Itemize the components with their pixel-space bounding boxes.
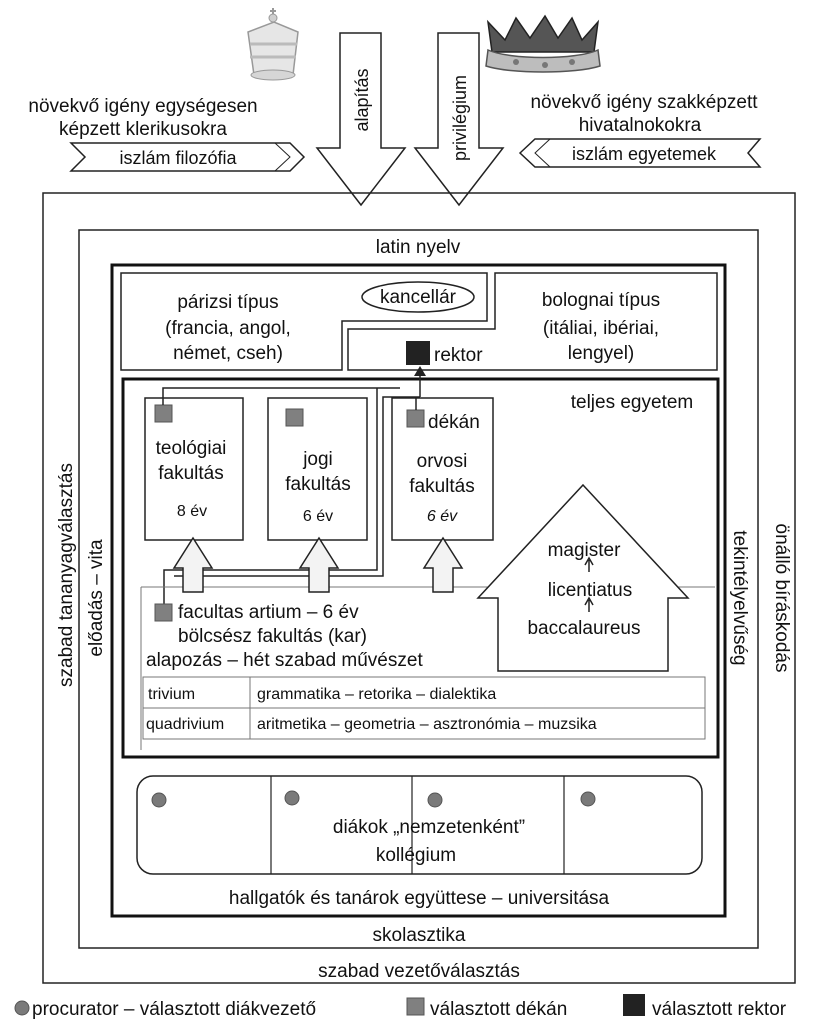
rector-square — [406, 341, 430, 365]
degree-magister: magister — [548, 540, 622, 561]
bologna-line2: (itáliai, ibériai, — [543, 318, 659, 339]
procurator-dot — [580, 791, 596, 807]
arrow-to-rector — [414, 366, 426, 376]
legend-procurator: procurator – választott diákvezető — [32, 999, 316, 1020]
outer-frame — [42, 192, 796, 984]
right-arrow-label: iszlám egyetemek — [572, 144, 717, 164]
legend-rector-square — [623, 994, 645, 1016]
table-row-subjects: aritmetika – geometria – asztronómia – m… — [257, 716, 597, 733]
bologna-line3: lengyel) — [568, 343, 635, 364]
privilege-label: privilégium — [450, 75, 470, 161]
outer-left-label: szabad tananyagválasztás — [56, 463, 77, 687]
left-arrow-label: iszlám filozófia — [119, 148, 237, 168]
bologna-type-box — [347, 272, 718, 371]
dean-square — [406, 409, 425, 428]
law-line1: jogi — [302, 449, 333, 470]
dean-label: dékán — [428, 412, 480, 433]
left-need-line2: képzett klerikusokra — [59, 119, 227, 140]
left-need-line1: növekvő igény egységesen — [28, 96, 257, 117]
dean-square — [285, 408, 304, 427]
procurator-dot — [151, 792, 167, 808]
paris-type-box — [120, 272, 488, 371]
students-line1: diákok „nemzetenként” — [333, 817, 525, 838]
privilege-arrow — [413, 32, 505, 207]
rector-label: rektor — [434, 345, 483, 366]
community-label: hallgatók és tanárok együttese – univers… — [229, 888, 610, 909]
theology-line2: fakultás — [158, 463, 223, 484]
chancellor-oval — [361, 281, 475, 313]
procurator-dot — [284, 790, 300, 806]
dean-square — [154, 404, 173, 423]
legend-procurator-dot — [14, 1000, 30, 1016]
degree-pentagon — [476, 483, 690, 672]
legend-rector: választott rektor — [652, 999, 787, 1020]
law-line2: fakultás — [285, 474, 350, 495]
second-top-label: latin nyelv — [376, 237, 461, 258]
second-right-label: tekintélyelvűség — [729, 530, 750, 665]
second-left-label: előadás – vita — [86, 539, 107, 657]
colleges-box — [136, 775, 703, 875]
universitas-frame — [110, 263, 727, 918]
medicine-line2: fakultás — [409, 476, 474, 497]
artium-line1: facultas artium – 6 év — [178, 602, 359, 623]
theology-line1: teológiai — [156, 438, 227, 459]
medicine-years: 6 év — [427, 508, 458, 525]
degree-baccalaureus: baccalaureus — [527, 618, 640, 639]
islamic-philosophy-arrow — [69, 142, 306, 172]
paris-line2: (francia, angol, — [165, 318, 291, 339]
law-years: 6 év — [303, 508, 333, 525]
up-arrow-theology — [172, 536, 214, 593]
up-arrow-medicine — [422, 536, 464, 593]
legend-dean-square — [406, 997, 425, 1016]
table-row-subjects: grammatika – retorika – dialektika — [257, 686, 496, 703]
degree-licentiatus: licentiatus — [548, 580, 633, 601]
medicine-line1: orvosi — [417, 451, 468, 472]
royal-crown-icon — [485, 14, 601, 73]
paris-line3: német, cseh) — [173, 343, 283, 364]
theology-years: 8 év — [177, 503, 207, 520]
right-need-line1: növekvő igény szakképzett — [530, 92, 758, 113]
full-university-title: teljes egyetem — [571, 392, 694, 413]
degree-arrow — [584, 596, 594, 612]
islamic-universities-arrow — [518, 138, 762, 168]
right-need-line2: hivatalnokokra — [579, 115, 702, 136]
outer-bottom-label: szabad vezetőválasztás — [318, 961, 520, 982]
outer-right-label: önálló bíráskodás — [771, 524, 792, 673]
students-line2: kollégium — [376, 845, 456, 866]
foundation-arrow — [315, 32, 407, 207]
papal-tiara-icon — [247, 8, 299, 81]
chancellor-label: kancellár — [380, 287, 457, 308]
law-faculty-box — [267, 397, 368, 541]
second-frame — [78, 229, 759, 949]
degree-arrow — [584, 556, 594, 572]
table-row-name: quadrivium — [146, 716, 224, 733]
second-bottom-label: skolasztika — [373, 925, 466, 946]
paris-line1: párizsi típus — [177, 292, 278, 313]
procurator-dot — [427, 792, 443, 808]
table-row-name: trivium — [148, 686, 195, 703]
artium-line3: alapozás – hét szabad művészet — [146, 650, 423, 671]
bologna-line1: bolognai típus — [542, 290, 660, 311]
foundation-label: alapítás — [352, 68, 372, 131]
dean-square — [154, 603, 173, 622]
liberal-arts-table — [142, 676, 706, 740]
artium-line2: bölcsész fakultás (kar) — [178, 626, 367, 647]
legend-dean: választott dékán — [430, 999, 567, 1020]
up-arrow-law — [298, 536, 340, 593]
